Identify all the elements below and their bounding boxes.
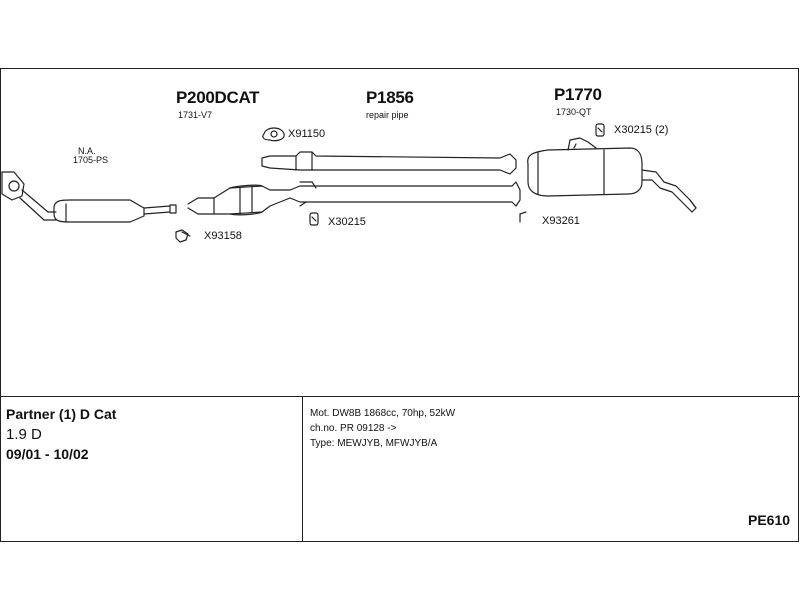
rear-silencer-sub: 1730-QT: [556, 107, 592, 117]
part-x93261: X93261: [542, 215, 580, 227]
vehicle-engine: 1.9 D: [6, 426, 42, 443]
front-pipe-sub: 1705-PS: [73, 155, 109, 165]
gasket-x91150-icon: [262, 127, 285, 142]
part-x91150: X91150: [288, 128, 326, 140]
vehicle-model: Partner (1) D Cat: [6, 406, 117, 422]
diagram-frame: [0, 68, 799, 542]
middle-pipe-sub: repair pipe: [366, 110, 409, 120]
catalyst-code: P200DCAT: [176, 88, 260, 107]
spec-engine: Mot. DW8B 1868cc, 70hp, 52kW: [310, 408, 456, 419]
middle-pipe-drawing: [261, 151, 517, 175]
vehicle-years: 09/01 - 10/02: [6, 446, 89, 462]
clamp-x30215-mid-icon: [309, 212, 319, 226]
catalyst-drawing: [187, 181, 521, 216]
catalyst-sub: 1731-V7: [178, 110, 213, 120]
spec-type: Type: MEWJYB, MFWJYB/A: [310, 438, 438, 449]
part-x30215-rear: X30215 (2): [614, 124, 669, 136]
rear-silencer-drawing: [527, 137, 697, 213]
divider-vertical: [302, 397, 303, 542]
rear-silencer-code: P1770: [554, 85, 602, 104]
part-x93158: X93158: [204, 230, 242, 242]
clamp-x93158-icon: [175, 229, 191, 243]
front-pipe-drawing: [1, 171, 177, 223]
spec-chassis: ch.no. PR 09128 ->: [310, 423, 397, 434]
reference-code: PE610: [748, 512, 791, 528]
middle-pipe-code: P1856: [366, 88, 414, 107]
front-pipe-label: N.A.: [78, 146, 96, 156]
divider-horizontal: [0, 396, 800, 397]
part-x30215-mid: X30215: [328, 216, 366, 228]
hanger-x93261-icon: [519, 211, 527, 223]
clamp-x30215-rear-icon: [595, 123, 605, 137]
